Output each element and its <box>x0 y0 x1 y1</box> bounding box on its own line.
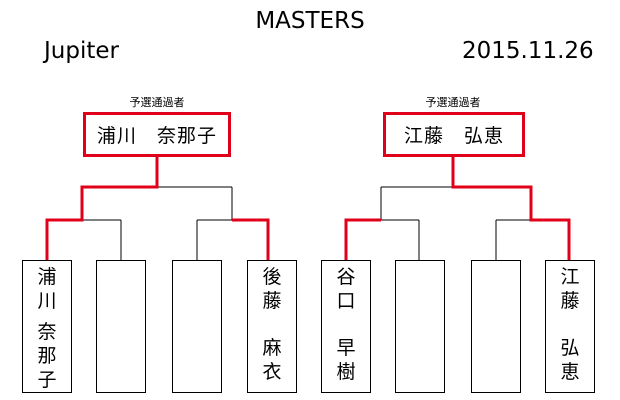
bracket-left-lines <box>82 186 233 260</box>
player-given: 早樹 <box>336 337 356 383</box>
player-family: 江藤 <box>560 266 580 312</box>
player-family: 浦川 <box>37 266 57 312</box>
qualifier-name-left: 浦川 奈那子 <box>96 125 217 147</box>
player-slot-r3 <box>471 260 521 393</box>
venue-label: Jupiter <box>44 38 119 64</box>
player-slot-l1: 浦川 奈那子 <box>22 260 72 393</box>
player-slot-l4: 後藤 麻衣 <box>247 260 297 393</box>
bracket-left-winner-path <box>45 156 270 260</box>
qualifier-box-right: 江藤 弘恵 <box>383 112 525 157</box>
player-family: 谷口 <box>336 266 356 312</box>
date-label: 2015.11.26 <box>462 38 594 64</box>
winner-path-left-a <box>45 156 159 260</box>
player-slot-r4: 江藤 弘恵 <box>545 260 595 393</box>
player-given: 弘恵 <box>560 337 580 383</box>
player-given: 奈那子 <box>37 321 57 391</box>
winner-path-right-b <box>344 218 381 260</box>
qualifier-label-right: 予選通過者 <box>425 96 481 109</box>
bracket-right-lines <box>380 186 531 260</box>
player-slot-l3 <box>172 260 222 393</box>
qualifier-label-left: 予選通過者 <box>129 96 185 109</box>
player-slot-r2 <box>395 260 445 393</box>
player-family: 後藤 <box>262 266 282 312</box>
qualifier-name-right: 江藤 弘恵 <box>403 125 504 147</box>
page-title: MASTERS <box>255 8 365 34</box>
winner-path-left-b <box>232 218 270 260</box>
player-slot-r1: 谷口 早樹 <box>321 260 371 393</box>
qualifier-box-left: 浦川 奈那子 <box>83 112 231 157</box>
player-slot-l2 <box>96 260 146 393</box>
bracket-right-winner-path <box>344 156 571 260</box>
winner-path-right-a <box>451 156 571 260</box>
player-given: 麻衣 <box>262 337 282 383</box>
